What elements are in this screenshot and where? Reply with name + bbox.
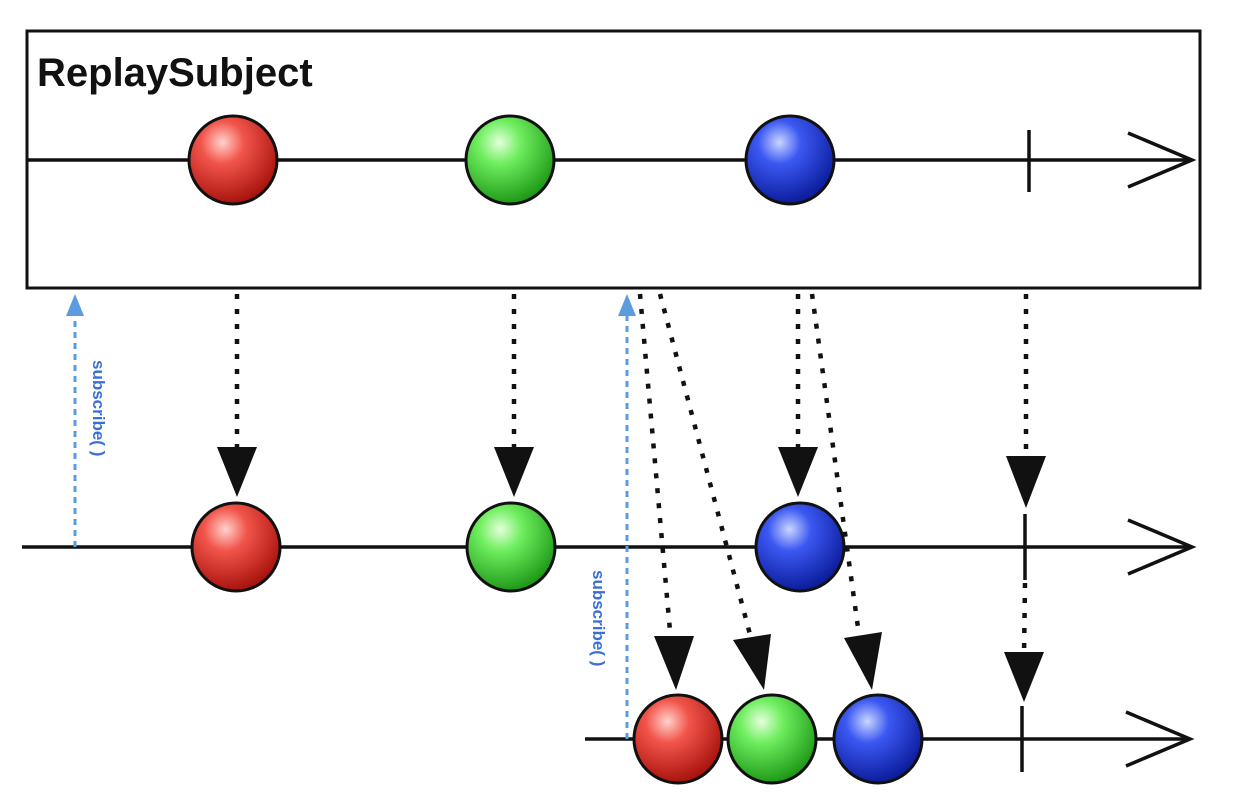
source-blue-marble xyxy=(744,114,836,206)
first-green-marble xyxy=(465,501,557,593)
first-emission-arrows xyxy=(234,294,1029,458)
subscribe-label-2: subscribe( ) xyxy=(589,570,608,666)
second-red-marble xyxy=(632,693,724,785)
arrowhead-blue-2 xyxy=(844,632,882,690)
subscribe-arrow-1 xyxy=(66,294,84,547)
arrowhead-red-2 xyxy=(654,636,694,690)
source-green-marble xyxy=(464,114,556,206)
first-blue-marble xyxy=(754,501,846,593)
source-red-marble xyxy=(187,114,279,206)
arrowhead-complete-1 xyxy=(1006,456,1046,508)
subscribe-label-1: subscribe( ) xyxy=(89,360,108,456)
subscribe-arrow-2 xyxy=(618,294,636,739)
arrowhead-complete-2 xyxy=(1004,652,1044,702)
arrowhead-blue-1 xyxy=(778,447,818,497)
source-timeline xyxy=(27,114,1197,206)
arrowhead-green-2 xyxy=(733,634,771,690)
first-red-marble xyxy=(190,501,282,593)
arrowhead-green-1 xyxy=(494,447,534,497)
arrowhead-red-1 xyxy=(217,447,257,497)
second-blue-marble xyxy=(832,693,924,785)
second-emission-arrows xyxy=(637,293,1028,657)
second-green-marble xyxy=(726,693,818,785)
diagram-title: ReplaySubject xyxy=(37,51,313,95)
